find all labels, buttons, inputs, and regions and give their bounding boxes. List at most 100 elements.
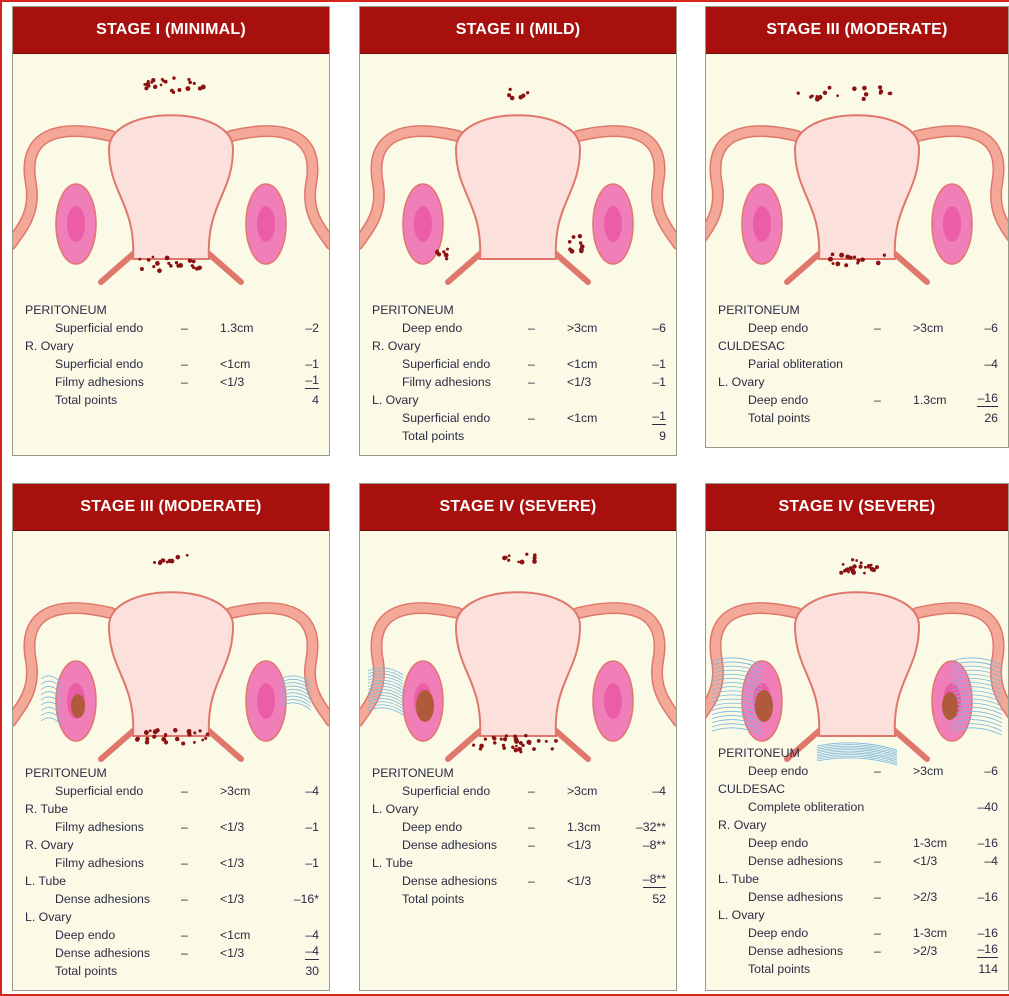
separator-dash: –: [528, 319, 535, 337]
section-label: CULDESAC: [718, 780, 785, 798]
section-row: L. Tube: [372, 854, 670, 872]
separator-dash: –: [874, 319, 881, 337]
endometriosis-implant: [843, 569, 847, 573]
separator-dash: –: [181, 944, 188, 962]
score-row: Deep endo–>3cm–6: [718, 762, 1002, 780]
finding-label: Dense adhesions: [55, 944, 150, 962]
endometriosis-implant: [161, 737, 166, 742]
points-value: 26: [984, 409, 998, 427]
finding-label: Total points: [748, 960, 810, 978]
section-row: L. Ovary: [718, 906, 1002, 924]
endometriosis-implant: [554, 739, 558, 743]
endometriosis-implant: [193, 82, 196, 85]
endometriosis-implant: [844, 263, 848, 267]
uterosacral-ligament: [787, 254, 819, 282]
points-value: –6: [984, 319, 998, 337]
endometriosis-implant: [514, 737, 519, 742]
endometriosis-implant: [515, 745, 518, 748]
score-row: Dense adhesions–<1/3–4: [25, 944, 323, 962]
frame-line: [0, 0, 2, 996]
stage-panel: STAGE III (MODERATE) PERITONEUMDeep endo…: [705, 6, 1009, 448]
points-value: –6: [652, 319, 666, 337]
finding-label: Superficial endo: [402, 355, 490, 373]
separator-dash: –: [528, 872, 535, 890]
endometriosis-implant: [888, 92, 892, 96]
score-row: Dense adhesions–<1/3–4: [718, 852, 1002, 870]
endometriosis-implant: [864, 92, 868, 96]
points-value: –2: [305, 319, 319, 337]
section-label: PERITONEUM: [718, 744, 800, 762]
extent-value: >3cm: [220, 782, 250, 800]
extent-value: <1cm: [220, 355, 250, 373]
left-ovary-follicle: [604, 683, 622, 719]
endometriosis-implant: [437, 252, 441, 256]
score-row: Filmy adhesions–<1/3–1: [372, 373, 670, 391]
endometriosis-implant: [847, 571, 850, 574]
endometriosis-implant: [859, 565, 863, 569]
uterosacral-ligament: [101, 254, 133, 282]
finding-label: Filmy adhesions: [55, 854, 144, 872]
endometriosis-implant: [860, 561, 863, 564]
points-value: –4: [984, 852, 998, 870]
finding-label: Filmy adhesions: [402, 373, 491, 391]
endometriosis-implant: [153, 85, 157, 89]
section-label: PERITONEUM: [25, 301, 107, 319]
endometriosis-implant: [195, 267, 199, 271]
score-row: Superficial endo–1.3cm–2: [25, 319, 323, 337]
points-value: –16*: [294, 890, 319, 908]
endometriosis-implant: [186, 554, 189, 557]
pelvic-illustration: [13, 54, 329, 294]
endometriosis-implant: [878, 85, 882, 89]
finding-label: Dense adhesions: [402, 836, 497, 854]
section-label: R. Ovary: [25, 337, 74, 355]
pelvic-illustration: [706, 54, 1008, 294]
score-row: Total points30: [25, 962, 323, 980]
endometriosis-implant: [185, 86, 190, 91]
endometriosis-implant: [152, 265, 155, 268]
endometriosis-implant: [155, 261, 160, 266]
left-ovary-follicle: [943, 206, 961, 242]
right-ovary-follicle: [67, 206, 85, 242]
separator-dash: –: [528, 355, 535, 373]
endometriosis-implant: [879, 89, 883, 93]
finding-label: Superficial endo: [55, 782, 143, 800]
points-value: –40: [977, 798, 998, 816]
score-row: Deep endo–>3cm–6: [372, 319, 670, 337]
finding-label: Deep endo: [748, 319, 808, 337]
right-ovary-follicle: [753, 206, 771, 242]
endometriosis-implant: [507, 93, 511, 97]
points-value: –16: [977, 924, 998, 942]
panel-title: STAGE III (MODERATE): [13, 484, 329, 531]
uterosacral-ligament: [448, 254, 480, 282]
endometriosis-implant: [138, 258, 141, 261]
endometriosis-implant: [533, 553, 537, 557]
score-table: PERITONEUMSuperficial endo–1.3cm–2R. Ova…: [25, 301, 323, 409]
endometriosis-implant: [140, 267, 144, 271]
endometriosis-implant: [860, 257, 864, 261]
endometriosis-implant: [206, 733, 210, 737]
frame-line: [0, 0, 1009, 2]
section-label: L. Ovary: [718, 373, 764, 391]
extent-value: <1cm: [220, 926, 250, 944]
endometrioma: [755, 690, 773, 722]
score-row: Total points9: [372, 427, 670, 445]
finding-label: Filmy adhesions: [55, 818, 144, 836]
section-label: L. Ovary: [25, 908, 71, 926]
endometriosis-implant: [579, 241, 582, 244]
endometriosis-implant: [839, 571, 843, 575]
finding-label: Superficial endo: [402, 782, 490, 800]
extent-value: <1/3: [567, 872, 591, 890]
endometriosis-implant: [152, 735, 156, 739]
separator-dash: –: [528, 836, 535, 854]
extent-value: >2/3: [913, 942, 937, 960]
endometriosis-implant: [493, 741, 497, 745]
endometriosis-implant: [572, 235, 576, 239]
endometriosis-implant: [832, 262, 835, 265]
score-row: Complete obliteration–40: [718, 798, 1002, 816]
endometriosis-implant: [178, 263, 183, 268]
points-value: –16: [977, 888, 998, 906]
score-row: Filmy adhesions–<1/3–1: [25, 854, 323, 872]
section-row: L. Ovary: [372, 800, 670, 818]
section-row: L. Ovary: [718, 373, 1002, 391]
points-value: –4: [305, 782, 319, 800]
